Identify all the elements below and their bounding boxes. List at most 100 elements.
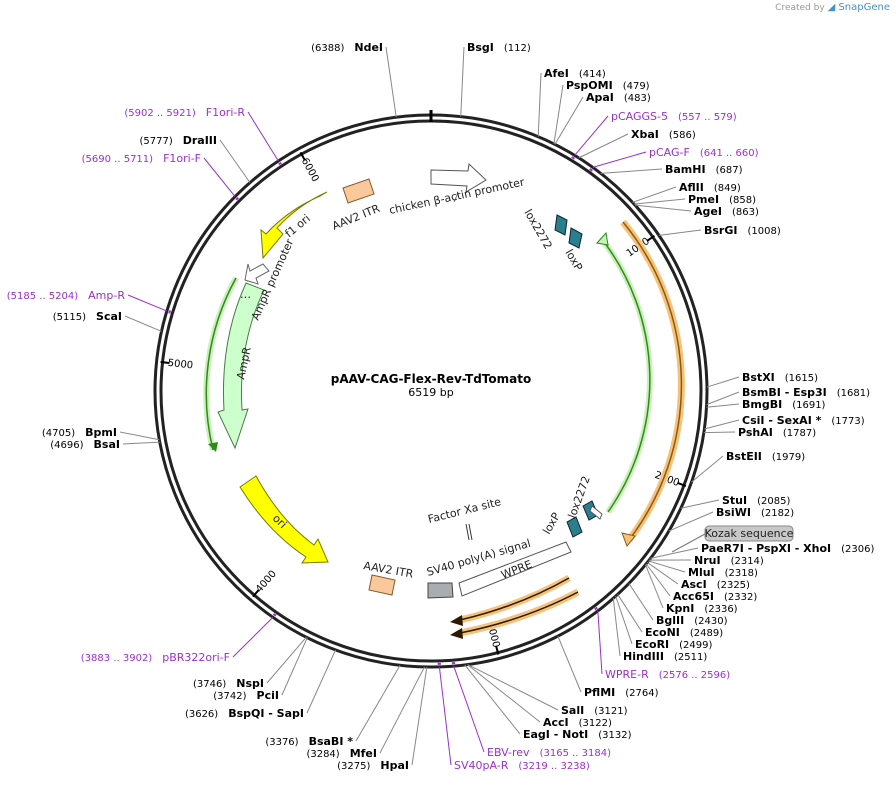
backbone (153, 110, 709, 669)
enzyme-asci[interactable]: AscI(2325) (681, 578, 750, 591)
enzyme-scai[interactable]: (5115)ScaI (53, 310, 122, 323)
enzyme-ecori[interactable]: EcoRI(2499) (635, 638, 713, 651)
enzyme-bsabi[interactable]: (3376)BsaBI * (265, 735, 353, 748)
tick-1000 (646, 235, 655, 242)
leader-agei (634, 204, 692, 212)
enzyme-bsteii[interactable]: BstEII(1979) (726, 450, 805, 463)
leader-pcii (281, 637, 308, 696)
kozak-sequence-badge[interactable]: Kozak sequence (671, 525, 794, 553)
feature-shapes (217, 162, 603, 599)
enzyme-bsrgi[interactable]: BsrGI(1008) (704, 224, 781, 237)
enzyme-mfei[interactable]: (3284)MfeI (306, 747, 377, 760)
enzyme-hpai[interactable]: (3275)HpaI (337, 759, 409, 772)
feature-loxp-top[interactable] (568, 227, 583, 249)
enzyme-bmgbi[interactable]: BmgBI(1691) (742, 398, 826, 411)
leader-draiii (219, 139, 251, 183)
enzyme-draiii[interactable]: (5777)DraIII (139, 134, 217, 147)
enzyme-bstxi[interactable]: BstXI(1615) (742, 371, 818, 384)
feature-green-outer[interactable] (598, 236, 653, 514)
enzyme-bsgi[interactable]: BsgI(112) (467, 41, 531, 54)
enzyme-ndei[interactable]: (6388)NdeI (311, 41, 383, 54)
primer-mark-pcag-f (589, 168, 593, 172)
leader-csii-sexai (704, 419, 740, 430)
leader-mlui (648, 560, 686, 573)
primer-f1ori-r[interactable]: (5902 .. 5921)F1ori-R (124, 106, 245, 119)
leader-pcag-f (592, 151, 647, 168)
enzyme-bsmbi-esp3i[interactable]: BsmBI - Esp3I(1681) (742, 386, 870, 399)
credit-brand: SnapGene (838, 2, 890, 13)
leader-pflmi (557, 635, 582, 693)
primer-f1ori-f[interactable]: (5690 .. 5711)F1ori-F (82, 152, 201, 165)
feature-ori[interactable] (239, 475, 329, 564)
primer-sv40pa-r[interactable]: SV40pA-R(3219 .. 3238) (454, 759, 590, 772)
enzyme-afei[interactable]: AfeI(414) (544, 67, 606, 80)
enzyme-nspi[interactable]: (3746)NspI (193, 677, 264, 690)
feature-aav2-itr-bottom[interactable] (368, 574, 396, 596)
primer-pbr322ori-f[interactable]: (3883 .. 3902)pBR322ori-F (81, 651, 230, 664)
enzyme-bsiwi[interactable]: BsiWI(2182) (716, 506, 794, 519)
leader-eagi-noti (464, 664, 521, 735)
feature-factor-xa-1[interactable] (465, 523, 470, 541)
kozak-leader (671, 533, 706, 553)
enzyme-acci[interactable]: AccI(3122) (543, 716, 612, 729)
primer-pcaggs-5[interactable]: pCAGGS-5(557 .. 579) (611, 110, 737, 123)
enzyme-pcii[interactable]: (3742)PciI (213, 689, 279, 702)
enzyme-paer7i-pspxi-xhoi[interactable]: PaeR7I - PspXI - XhoI(2306) (701, 542, 875, 555)
enzyme-eagi-noti[interactable]: EagI - NotI(3132) (523, 728, 632, 741)
feature-orange-inner-2-head (450, 628, 463, 639)
feature-green-left-head (208, 442, 218, 452)
enzyme-pshai[interactable]: PshAI(1787) (738, 426, 816, 439)
enzyme-bglii[interactable]: BglII(2430) (656, 614, 728, 627)
enzyme-sali[interactable]: SalI(3121) (561, 704, 628, 717)
enzyme-pmei[interactable]: PmeI(858) (688, 193, 756, 206)
primer-amp-r[interactable]: (5185 .. 5204)Amp-R (7, 289, 126, 302)
feature-aav2-itr-top[interactable] (342, 178, 375, 204)
tick-4000 (252, 589, 260, 598)
enzyme-aflii[interactable]: AflII(849) (679, 181, 741, 194)
enzyme-xbai[interactable]: XbaI(586) (631, 128, 696, 141)
primer-wpre-r[interactable]: WPRE-R(2576 .. 2596) (605, 668, 730, 681)
leader-stui (680, 499, 720, 509)
enzyme-hindiii[interactable]: HindIII(2511) (623, 650, 707, 663)
leader-hpai (411, 666, 428, 766)
enzyme-mlui[interactable]: MluI(2318) (688, 566, 758, 579)
feature-ampr[interactable] (217, 282, 265, 450)
feature-small-arrow[interactable] (589, 505, 603, 520)
feature-sv40-polya[interactable] (427, 582, 454, 599)
enzyme-pflmi[interactable]: PflMI(2764) (584, 686, 659, 699)
primer-ebv-rev[interactable]: EBV-rev(3165 .. 3184) (487, 746, 611, 759)
feature-lox2272-top[interactable] (554, 214, 568, 236)
leader-pbr322ori-f (232, 616, 274, 658)
enzyme-agei[interactable]: AgeI(863) (694, 205, 759, 218)
leader-acc65i (645, 563, 671, 597)
leader-sali (467, 664, 559, 711)
enzyme-apai[interactable]: ApaI(483) (586, 91, 651, 104)
feature-chicken-actin-promoter[interactable] (430, 162, 487, 193)
feature-wpre[interactable] (458, 541, 572, 597)
leader-acci (467, 664, 541, 723)
feature-f1-ori[interactable] (260, 191, 328, 260)
enzyme-pspomi[interactable]: PspOMI(479) (566, 79, 650, 92)
enzyme-bpmi[interactable]: (4705)BpmI (42, 426, 117, 439)
feature-ampr-promoter[interactable] (244, 263, 270, 285)
label-loxp-top: loxP (562, 247, 585, 273)
leader-xbai (578, 133, 629, 159)
leader-pshai (703, 431, 736, 434)
primer-pcag-f[interactable]: pCAG-F(641 .. 660) (649, 146, 759, 159)
leader-hindiii (612, 598, 621, 657)
enzyme-acc65i[interactable]: Acc65I(2332) (673, 590, 757, 603)
enzyme-econi[interactable]: EcoNI(2489) (645, 626, 723, 639)
enzyme-bamhi[interactable]: BamHI(687) (665, 163, 743, 176)
enzyme-bsai[interactable]: (4696)BsaI (50, 438, 120, 451)
enzyme-bspqi-sapi[interactable]: (3626)BspQI - SapI (185, 707, 304, 720)
leader-asci (647, 562, 679, 585)
feature-loxp-bottom[interactable] (566, 516, 583, 538)
leader-scai (124, 315, 162, 332)
feature-factor-xa-2[interactable] (468, 523, 473, 541)
enzyme-kpni[interactable]: KpnI(2336) (666, 602, 738, 615)
enzyme-csii-sexai[interactable]: CsiI - SexAI *(1773) (742, 414, 865, 427)
enzyme-nrui[interactable]: NruI(2314) (694, 554, 764, 567)
enzyme-stui[interactable]: StuI(2085) (722, 494, 790, 507)
label-lox2272-top: lox2272 (521, 207, 554, 252)
